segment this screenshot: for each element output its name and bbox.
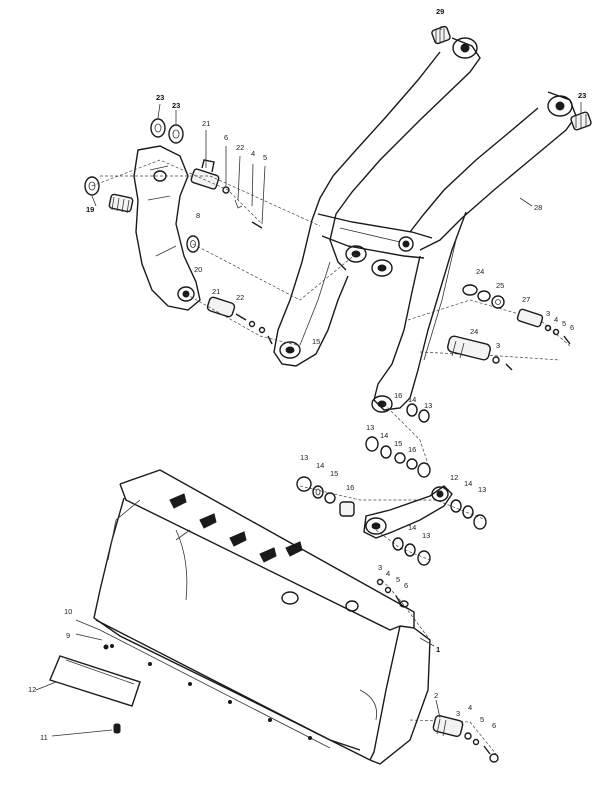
callout-14: 14 [408, 395, 416, 404]
callout-3: 3 [546, 309, 550, 318]
washer-25 [491, 295, 505, 309]
washer-20 [186, 235, 200, 253]
callout-8: 8 [196, 211, 200, 220]
callout-13: 13 [424, 401, 432, 410]
callout-15: 15 [330, 469, 338, 478]
callout-23: 23 [172, 101, 180, 110]
callout-21: 21 [202, 119, 210, 128]
callout-11: 11 [40, 733, 48, 742]
cross-tube [317, 213, 433, 277]
callout-27: 27 [522, 295, 530, 304]
callout-5: 5 [480, 715, 484, 724]
callout-5: 5 [396, 575, 400, 584]
bolt-11 [113, 723, 121, 734]
callout-4: 4 [554, 315, 558, 324]
callout-14: 14 [316, 461, 324, 470]
callout-13: 13 [300, 453, 308, 462]
callout-13: 13 [366, 423, 374, 432]
callout-12: 12 [28, 685, 36, 694]
seal-stack-upper [296, 403, 431, 517]
bucket-gussets [169, 493, 303, 563]
callout-19: 19 [86, 205, 94, 214]
callout-24: 24 [470, 327, 478, 336]
callout-14: 14 [380, 431, 388, 440]
callout-labels: 29 23 23 23 21 6 22 4 5 19 8 20 21 22 28… [28, 7, 586, 742]
callout-6: 6 [404, 581, 408, 590]
callout-12: 12 [450, 473, 458, 482]
callout-16: 16 [346, 483, 354, 492]
callout-22: 22 [236, 293, 244, 302]
callout-6: 6 [570, 323, 574, 332]
callout-3: 3 [378, 563, 382, 572]
pin-21-top [190, 159, 263, 229]
cutting-edge-plate [49, 655, 141, 707]
callout-13: 13 [422, 531, 430, 540]
boom-pivot-eyes [279, 37, 573, 413]
leader-lines [35, 26, 582, 737]
callout-15: 15 [312, 337, 320, 346]
callout-6: 6 [224, 133, 228, 142]
callout-25: 25 [496, 281, 504, 290]
callout-16: 16 [408, 445, 416, 454]
callout-2: 2 [434, 691, 438, 700]
bushing-29 [431, 25, 451, 45]
spring-pin-left [108, 193, 134, 214]
callout-22: 22 [236, 143, 244, 152]
callout-1: 1 [436, 645, 440, 654]
washers-23-top [150, 118, 184, 144]
callout-5: 5 [562, 319, 566, 328]
bolt-group-lower [376, 578, 409, 608]
bolt-9 [103, 644, 109, 650]
washer-19 [84, 176, 100, 196]
callout-4: 4 [251, 149, 255, 158]
callout-16: 16 [394, 391, 402, 400]
callout-23: 23 [156, 93, 164, 102]
callout-23: 23 [578, 91, 586, 100]
callout-4: 4 [386, 569, 390, 578]
pin-21-mid [206, 296, 273, 345]
callout-21: 21 [212, 287, 220, 296]
callout-3: 3 [496, 341, 500, 350]
callout-20: 20 [194, 265, 202, 274]
bucket-edge-bolts [110, 644, 312, 740]
callout-14: 14 [408, 523, 416, 532]
assembly-center-lines [91, 159, 571, 755]
pin-24-upper [462, 284, 491, 302]
bucket-1 [93, 469, 431, 765]
pin-27 [516, 308, 571, 345]
callout-14: 14 [464, 479, 472, 488]
boom-arm-left [273, 37, 481, 367]
bucket-link-12 [363, 485, 487, 566]
bushing-23-right [570, 111, 592, 131]
pin-24-lower [447, 335, 513, 371]
callout-13: 13 [478, 485, 486, 494]
callout-10: 10 [64, 607, 72, 616]
callout-9: 9 [66, 631, 70, 640]
callout-6: 6 [492, 721, 496, 730]
callout-3: 3 [456, 709, 460, 718]
callout-4: 4 [468, 703, 472, 712]
pin-2 [432, 714, 499, 763]
callout-15: 15 [394, 439, 402, 448]
callout-28: 28 [534, 203, 542, 212]
callout-24: 24 [476, 267, 484, 276]
bucket-link-bracket [133, 145, 201, 311]
callout-5: 5 [263, 153, 267, 162]
callout-29: 29 [436, 7, 444, 16]
